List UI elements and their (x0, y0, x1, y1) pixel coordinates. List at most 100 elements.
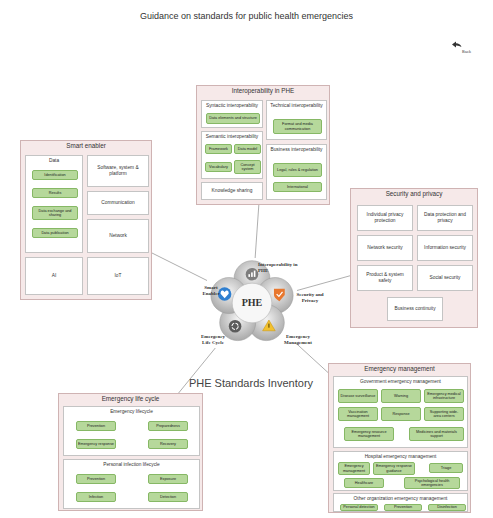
tag-text: Preparedness (155, 424, 181, 428)
standard-tag: Data elements and structure (206, 113, 260, 124)
standard-tag: Prevention (384, 504, 422, 511)
tag-text: Framework (208, 147, 229, 151)
standard-tag: Framework (205, 144, 232, 154)
standard-tag: Detection (148, 492, 188, 502)
standard-tag: Supporting wide-area centers (424, 407, 464, 421)
topic-box: Business continuity (387, 297, 443, 321)
warning-mark (268, 324, 269, 328)
standard-tag: Healthcare (344, 478, 384, 488)
group-box: Technical interoperabilityFormat and med… (266, 100, 327, 140)
tag-text: Warning (393, 394, 409, 398)
connector-stroke (255, 205, 259, 258)
standard-tag: Emergency management (338, 462, 370, 475)
connector-stroke (297, 344, 328, 372)
standard-tag: Psychological health emergencies (404, 477, 460, 489)
topic-text: Network security (365, 245, 404, 251)
topic-text: IoT (113, 273, 124, 279)
tag-text: Identification (43, 173, 66, 177)
category-panel: Emergency life cycleEmergency lifecycleP… (58, 393, 203, 511)
standard-tag: Disinfection (428, 504, 466, 511)
topic-text: Software, system & platform (88, 165, 148, 176)
tag-text: Medicines and materials support (410, 430, 463, 438)
tag-text: Prevention (86, 477, 106, 481)
wheel-label: Emergency Management (280, 334, 316, 345)
topic-text: Network (107, 233, 129, 239)
tag-text: Supporting wide-area centers (425, 410, 463, 418)
standard-tag: Emergency resource management (344, 427, 394, 441)
standard-tag: Warning (381, 389, 421, 403)
standard-tag: Emergency response (76, 439, 116, 449)
tag-text: Concept system (235, 163, 260, 171)
standard-tag: International (273, 182, 322, 192)
standard-tag: Medicines and materials support (409, 427, 464, 441)
tag-text: Legal, rules & regulation (276, 168, 319, 172)
group-box: Personal infection lifecyclePrevention Ex… (63, 459, 200, 509)
tag-text: Data elements and structure (208, 116, 258, 120)
group-box: DataIdentificationResultsData exchange a… (25, 155, 83, 253)
tag-text: International (286, 185, 309, 189)
wheel-label: Smart Enabler (197, 285, 225, 296)
heart-icon (221, 290, 229, 298)
category-panel: Security and privacyIndividual privacy p… (350, 188, 478, 328)
shield-icon (274, 289, 285, 302)
standard-tag: Response (381, 407, 421, 421)
panel-heading: Security and privacy (351, 191, 477, 198)
topic-box: IoT (87, 257, 149, 295)
standard-tag: Prevention (76, 421, 116, 431)
connector-stroke (297, 276, 350, 291)
warning-icon (263, 320, 276, 331)
back-label: Back (462, 49, 482, 54)
panel-heading: Interoperability in PHE (197, 88, 329, 95)
tag-text: Detection (159, 495, 177, 499)
back-arrow (452, 41, 462, 48)
topic-text: AI (50, 273, 59, 279)
tag-text: Emergency medical infrastructure (425, 392, 463, 400)
chart-icon (246, 268, 259, 281)
standard-tag: Preparedness (148, 421, 188, 431)
tag-text: Emergency response guidance (374, 464, 414, 472)
topic-text: Information security (422, 245, 468, 251)
tag-text: Format and media communication (274, 122, 321, 130)
connector-line (255, 205, 259, 258)
tag-text: Results (48, 191, 63, 195)
tag-text: Triage (440, 466, 453, 470)
group-box: Emergency lifecyclePreventionPreparednes… (63, 406, 200, 456)
tag-text: Vaccination management (339, 410, 377, 418)
group-box: Other organization emergency managementP… (333, 493, 468, 512)
connector-line (297, 344, 328, 372)
shield-check (277, 292, 283, 297)
cycle-mark (232, 323, 238, 329)
standard-tag: Infection (76, 492, 116, 502)
group-heading: Personal infection lifecycle (65, 462, 198, 467)
group-box: Semantic interoperabilityFrameworkData m… (201, 131, 263, 179)
topic-box: Network (87, 219, 149, 253)
group-box: Hospital emergency managementEmergency m… (333, 451, 468, 491)
wheel-label: Interoperability in PHE (258, 262, 298, 273)
tag-text: Exposure (159, 477, 177, 481)
topic-box: Information security (417, 235, 473, 261)
panel-heading: Emergency management (329, 366, 470, 373)
panel-heading: Smart enabler (21, 143, 151, 150)
tag-text: Healthcare (354, 481, 374, 485)
tag-text: Emergency management (339, 464, 369, 472)
topic-box: Knowledge sharing (201, 182, 263, 200)
category-panel: Smart enablerDataIdentificationResultsDa… (20, 140, 152, 300)
back-arrow-shape (452, 42, 462, 48)
tag-text: Disinfection (436, 505, 458, 509)
standard-tag: Emergency response guidance (373, 462, 415, 475)
topic-box: Product & system safety (357, 265, 413, 291)
standard-tag: Format and media communication (273, 119, 322, 134)
cycle-icon (229, 320, 242, 333)
topic-box: Network security (357, 235, 413, 261)
standard-tag: Emergency medical infrastructure (424, 389, 464, 403)
tag-text: Emergency resource management (345, 430, 393, 438)
topic-box: Social security (417, 265, 473, 291)
category-panel: Emergency managementGovernment emergency… (328, 363, 471, 513)
wheel-label: Emergency Life Cycle (196, 334, 230, 345)
connector-line (152, 253, 207, 281)
diagram-title: Guidance on standards for public health … (0, 11, 493, 21)
standard-tag: Disease surveillance (338, 389, 378, 403)
connector-line (297, 276, 350, 291)
group-heading: Syntactic interoperability (203, 103, 261, 108)
